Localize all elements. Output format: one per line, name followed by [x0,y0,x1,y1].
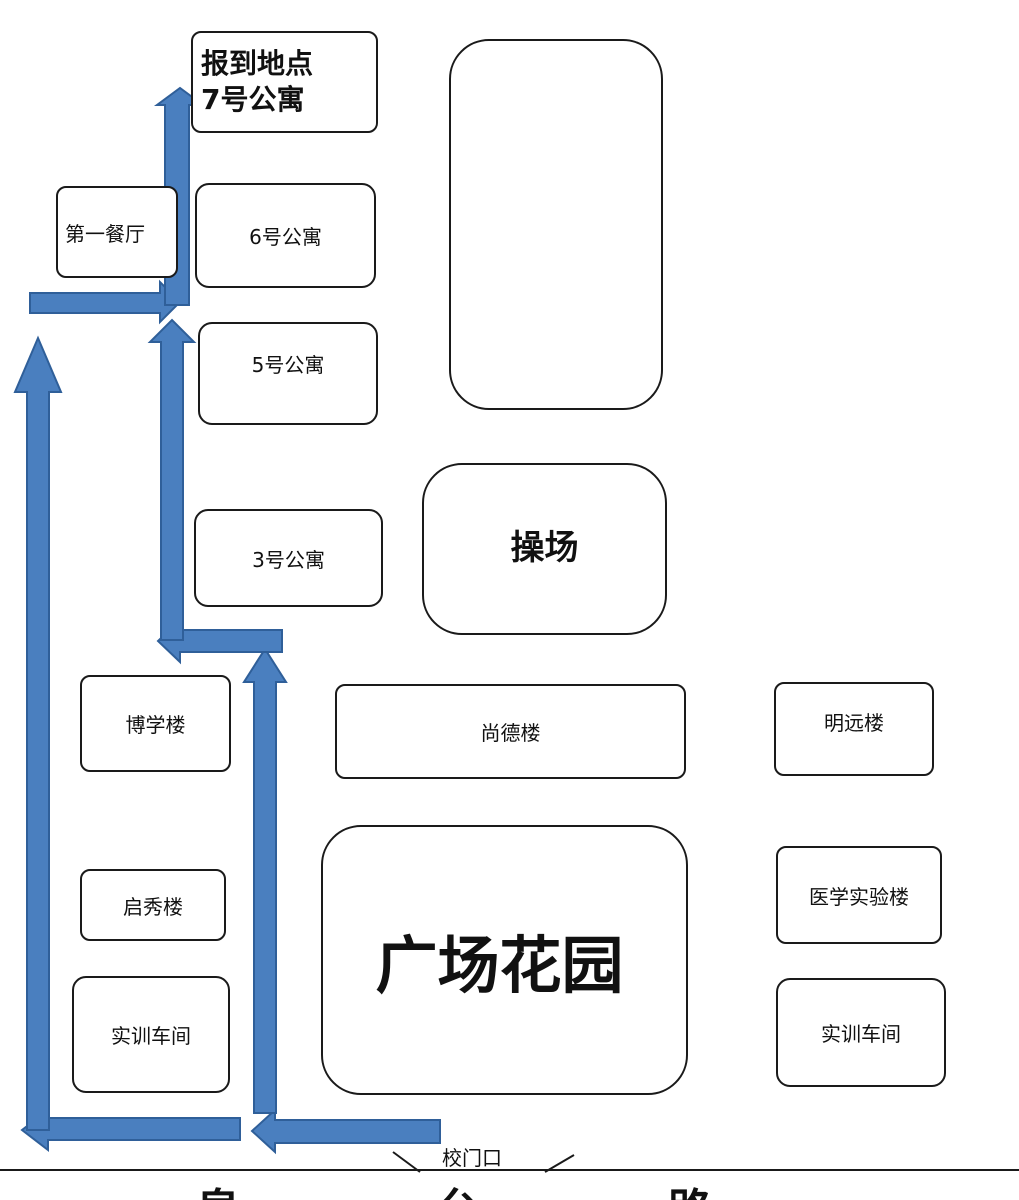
road-char-3: 路 [668,1174,712,1200]
gate-label: 校门口 [442,1146,502,1170]
boxue-building: 博学楼 [80,675,231,772]
plaza-garden: 广场花园 [321,825,688,1095]
dorm7-label: 7号公寓 [201,83,305,116]
route-arrow-icon [29,279,182,325]
playground-label: 操场 [510,527,579,568]
route-arrow-icon [250,1107,441,1155]
canteen-building: 第一餐厅 [56,186,178,278]
mingyuan-label: 明远楼 [824,710,884,735]
shangde-label: 尚德楼 [480,721,541,745]
road-char-1: 皇 [196,1174,260,1200]
route-arrow-icon [13,335,63,1131]
qixiu-building: 启秀楼 [80,869,226,941]
gate-mark-icon [392,1151,421,1173]
dorm6-label: 6号公寓 [249,225,322,249]
route-arrow-icon [20,1107,241,1153]
dorm3-label: 3号公寓 [252,547,325,572]
workshop-right-label: 实训车间 [821,1022,901,1046]
canteen-label: 第一餐厅 [65,221,145,246]
dorm3-building: 3号公寓 [194,509,383,607]
workshop-left-label: 实训车间 [111,1024,191,1048]
dorm7-registration: 报到地点 7号公寓 [191,31,378,133]
dorm5-label: 5号公寓 [251,353,325,377]
qixiu-label: 启秀楼 [123,894,183,919]
dorm6-building: 6号公寓 [195,183,376,288]
playground: 操场 [422,463,667,635]
shangde-building: 尚德楼 [335,684,686,779]
plaza-label: 广场花园 [375,929,624,1002]
dorm5-building: 5号公寓 [198,322,378,425]
medical-label: 医学实验楼 [809,884,909,909]
road-char-2: 台 [436,1174,480,1200]
medical-lab-building: 医学实验楼 [776,846,942,944]
workshop-left-building: 实训车间 [72,976,230,1093]
route-arrow-icon [147,318,197,641]
route-arrow-icon [242,647,288,1114]
boxue-label: 博学楼 [125,713,186,737]
mingyuan-building: 明远楼 [774,682,934,776]
registration-label: 报到地点 [201,47,314,80]
unlabeled-field [449,39,663,410]
workshop-right-building: 实训车间 [776,978,946,1087]
